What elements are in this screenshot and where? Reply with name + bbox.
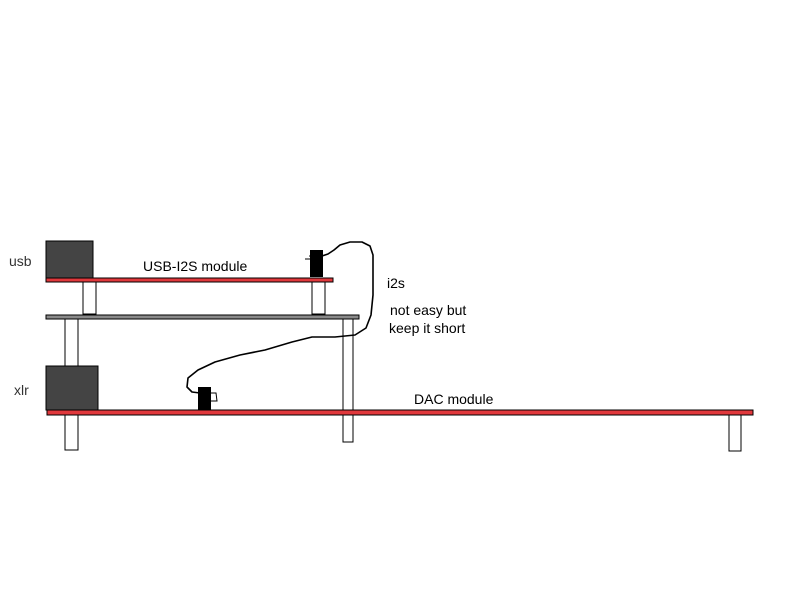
i2s-plug-top [310, 250, 323, 277]
xlr-label: xlr [14, 382, 29, 398]
i2s-plug-bottom [198, 387, 211, 410]
usb-label: usb [9, 253, 32, 269]
usb-i2s-board [45, 277, 334, 283]
post-left-bottom [64, 414, 79, 451]
standoff-usb-right [311, 281, 326, 315]
standoff-usb-left [82, 281, 97, 315]
i2s-plug-bottom-tab [211, 392, 218, 402]
i2s-label: i2s [387, 275, 405, 291]
dac-board [46, 409, 754, 416]
note-line1: not easy but [390, 302, 467, 318]
standoff-dac-right [728, 414, 742, 452]
i2s-cable [186, 241, 374, 394]
usb-i2s-module-label: USB-I2S module [143, 258, 248, 274]
post-middle [342, 318, 354, 443]
gray-plate [45, 314, 360, 320]
usb-connector [45, 240, 94, 279]
dac-module-label: DAC module [414, 391, 494, 407]
xlr-connector [45, 365, 99, 411]
note-line2: keep it short [389, 320, 466, 336]
